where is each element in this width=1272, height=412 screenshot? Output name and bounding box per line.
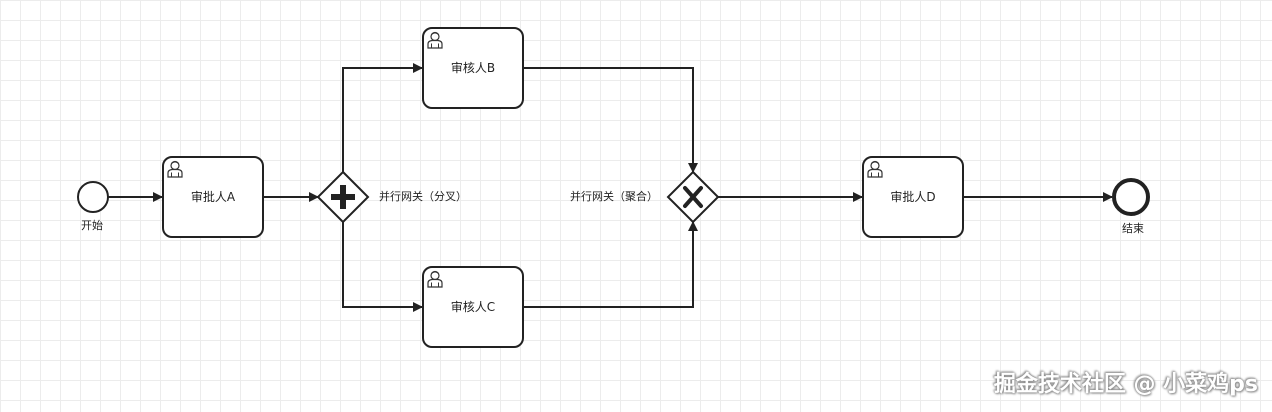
task-reviewer-c-box (422, 266, 524, 348)
task-approver-a[interactable]: 审批人A (162, 156, 264, 238)
task-approver-a-label: 审批人A (191, 189, 236, 204)
gateway-split-label: 并行网关（分叉） (379, 189, 467, 203)
sequence-flows (108, 63, 1113, 312)
task-reviewer-c-label: 审核人C (451, 299, 495, 314)
watermark: 掘金技术社区 @ 小菜鸡ps (993, 372, 1258, 397)
end-event-label: 结束 (1122, 222, 1144, 235)
task-reviewer-b-label: 审核人B (451, 60, 495, 75)
task-reviewer-b-box (422, 27, 524, 109)
task-reviewer-b[interactable]: 审核人B (422, 27, 524, 109)
gateway-join-label: 并行网关（聚合） (570, 189, 658, 203)
start-event-circle (77, 181, 109, 213)
task-approver-d[interactable]: 审批人D (862, 156, 964, 238)
task-approver-a-box (162, 156, 264, 238)
parallel-plus-icon (331, 185, 355, 209)
task-approver-d-box (862, 156, 964, 238)
gateway-parallel-join[interactable]: 并行网关（聚合） (570, 170, 720, 224)
end-event-circle (1112, 178, 1150, 216)
task-reviewer-c[interactable]: 审核人C (422, 266, 524, 348)
exclusive-x-icon (683, 186, 703, 208)
gateway-parallel-split[interactable]: 并行网关（分叉） (316, 170, 467, 224)
task-approver-d-label: 审批人D (890, 189, 935, 204)
flow-split-to-reviewer-b (342, 63, 423, 172)
flow-reviewer-c-to-join (523, 221, 698, 308)
end-event[interactable]: 结束 (1112, 178, 1150, 235)
flow-split-to-reviewer-c (342, 222, 423, 312)
start-event[interactable]: 开始 (77, 181, 109, 232)
flow-reviewer-b-to-join (523, 67, 698, 173)
start-event-label: 开始 (81, 218, 103, 232)
